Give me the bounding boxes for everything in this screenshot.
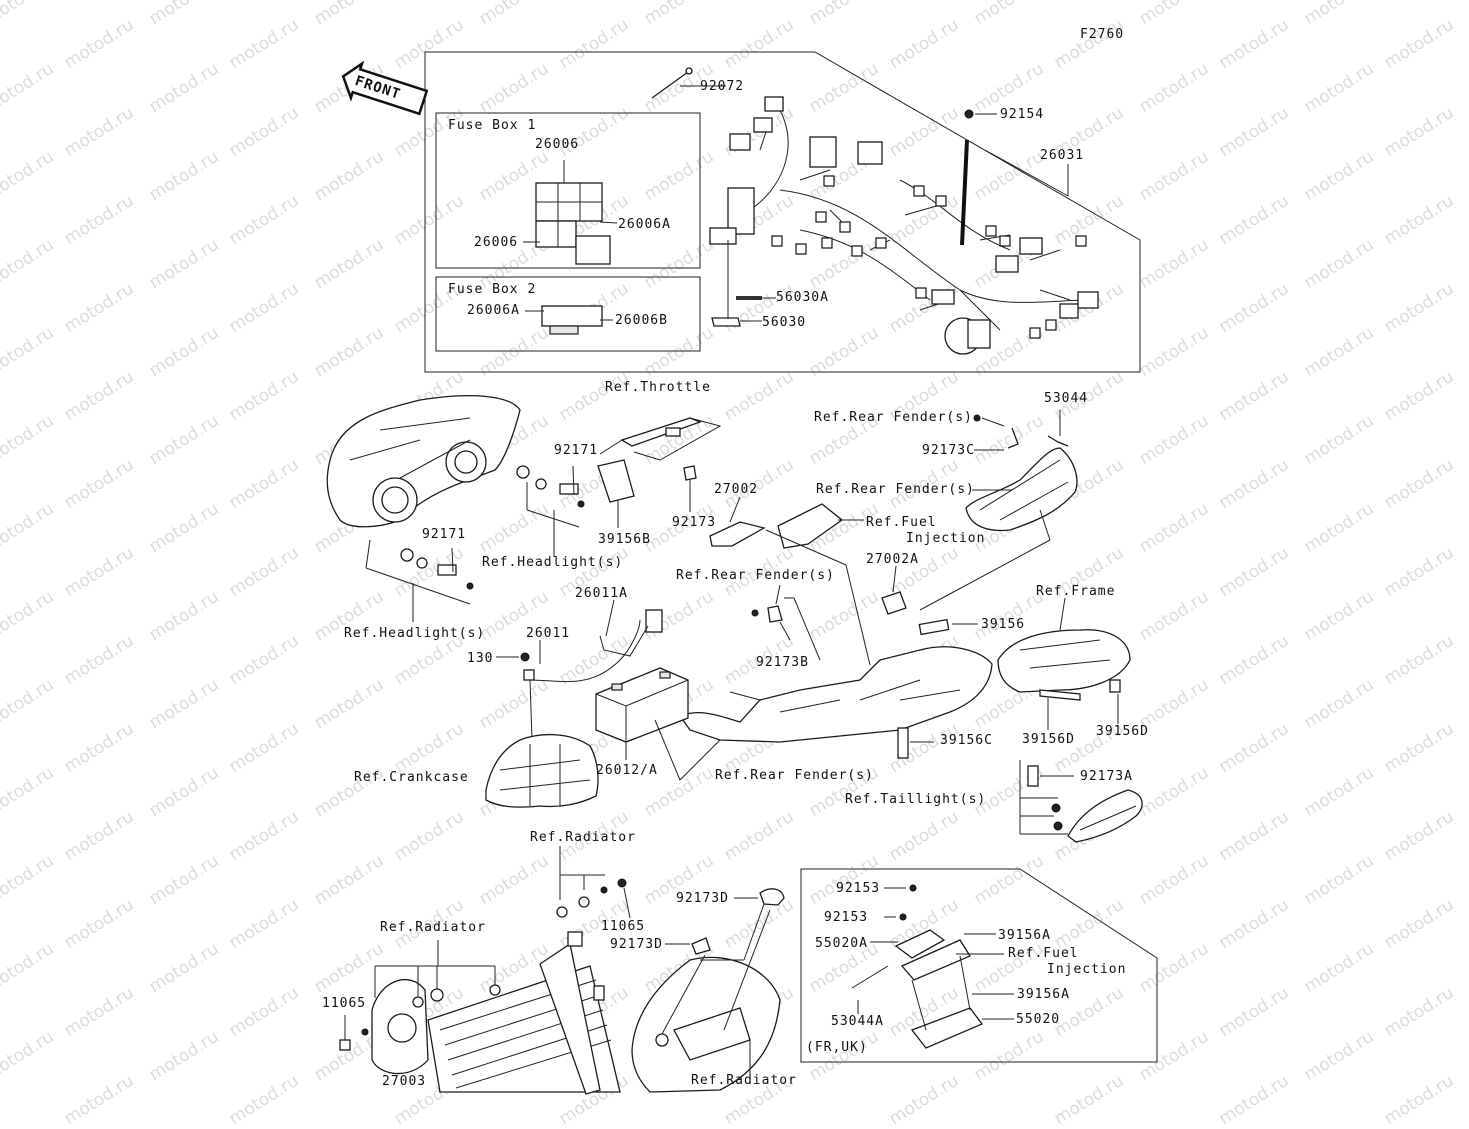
ref-rear-fender[interactable]: Ref.Rear Fender(s) xyxy=(816,482,975,497)
part-label-26006[interactable]: 26006 xyxy=(474,235,519,250)
part-label-92173a[interactable]: 92173A xyxy=(1080,769,1133,784)
part-label-92173b[interactable]: 92173B xyxy=(756,655,809,670)
part-label-92171[interactable]: 92171 xyxy=(554,443,599,458)
part-label-55020a[interactable]: 55020A xyxy=(815,936,868,951)
part-label-39156d[interactable]: 39156D xyxy=(1022,732,1075,747)
ref-throttle[interactable]: Ref.Throttle xyxy=(605,380,711,395)
part-label-26011[interactable]: 26011 xyxy=(526,626,571,641)
part-label-11065[interactable]: 11065 xyxy=(601,919,646,934)
part-label-53044a[interactable]: 53044A xyxy=(831,1014,884,1029)
part-label-56030a[interactable]: 56030A xyxy=(776,290,829,305)
throttle-sensor-shape xyxy=(597,417,722,503)
part-label-39156c[interactable]: 39156C xyxy=(940,733,993,748)
fuse-box-2-title: Fuse Box 2 xyxy=(448,282,537,297)
part-label-39156[interactable]: 39156 xyxy=(981,617,1026,632)
part-label-27002[interactable]: 27002 xyxy=(714,482,759,497)
ref-rear-fender[interactable]: Ref.Rear Fender(s) xyxy=(715,768,874,783)
fuse-block-1-shape xyxy=(535,182,611,265)
battery-shape xyxy=(595,667,689,743)
ref-rear-fender[interactable]: Ref.Rear Fender(s) xyxy=(676,568,835,583)
part-label-27002a[interactable]: 27002A xyxy=(866,552,919,567)
ref-fuel-injection[interactable]: Ref.Fuel xyxy=(866,515,937,530)
part-label-39156d[interactable]: 39156D xyxy=(1096,724,1149,739)
part-label-92173d[interactable]: 92173D xyxy=(610,937,663,952)
ref-taillight[interactable]: Ref.Taillight(s) xyxy=(845,792,987,807)
part-label-39156b[interactable]: 39156B xyxy=(598,532,651,547)
part-label-92173d[interactable]: 92173D xyxy=(676,891,729,906)
part-label-27003[interactable]: 27003 xyxy=(382,1074,427,1089)
ref-fuel-injection-line2[interactable]: Injection xyxy=(906,531,986,546)
fuse-box-2-frame xyxy=(435,276,701,352)
ref-radiator[interactable]: Ref.Radiator xyxy=(691,1073,797,1088)
ref-crankcase[interactable]: Ref.Crankcase xyxy=(354,770,469,785)
rear-fender-tray-shape xyxy=(678,646,993,743)
part-label-26031[interactable]: 26031 xyxy=(1040,148,1085,163)
part-label-26006b[interactable]: 26006B xyxy=(615,313,668,328)
fuse-box-1-frame xyxy=(435,112,701,269)
fr-uk-bracket-shape xyxy=(894,929,984,1049)
ref-headlight[interactable]: Ref.Headlight(s) xyxy=(344,626,486,641)
ref-radiator[interactable]: Ref.Radiator xyxy=(380,920,486,935)
lower-cowl-shape xyxy=(631,956,781,1093)
ref-headlight[interactable]: Ref.Headlight(s) xyxy=(482,555,624,570)
part-label-130[interactable]: 130 xyxy=(467,651,494,666)
ref-fuel-injection-line2[interactable]: Injection xyxy=(1047,962,1127,977)
part-label-26006[interactable]: 26006 xyxy=(535,137,580,152)
ref-radiator[interactable]: Ref.Radiator xyxy=(530,830,636,845)
ref-frame[interactable]: Ref.Frame xyxy=(1036,584,1116,599)
part-label-39156a[interactable]: 39156A xyxy=(998,928,1051,943)
crankcase-shape xyxy=(485,733,599,808)
taillight-shape xyxy=(1067,789,1143,843)
part-label-92171[interactable]: 92171 xyxy=(422,527,467,542)
part-label-92154[interactable]: 92154 xyxy=(1000,107,1045,122)
figure-code: F2760 xyxy=(1080,27,1125,42)
harness-group-frame xyxy=(424,51,1141,373)
ecu-shape xyxy=(709,503,844,549)
rear-fender-bracket-shape xyxy=(965,447,1078,532)
part-label-92173[interactable]: 92173 xyxy=(672,515,717,530)
fr-uk-note: (FR,UK) xyxy=(806,1040,868,1055)
part-label-26011a[interactable]: 26011A xyxy=(575,586,628,601)
part-label-92072[interactable]: 92072 xyxy=(700,79,745,94)
relay-shape xyxy=(881,591,907,615)
part-label-26006a[interactable]: 26006A xyxy=(618,217,671,232)
ref-fuel-injection[interactable]: Ref.Fuel xyxy=(1008,946,1079,961)
part-label-92153[interactable]: 92153 xyxy=(824,910,869,925)
radiator-shape xyxy=(427,931,621,1095)
part-label-92153[interactable]: 92153 xyxy=(836,881,881,896)
part-label-26012a[interactable]: 26012/A xyxy=(596,763,658,778)
part-label-55020[interactable]: 55020 xyxy=(1016,1012,1061,1027)
diagram-drawing xyxy=(326,51,1158,1095)
part-label-56030[interactable]: 56030 xyxy=(762,315,807,330)
frame-section-shape xyxy=(997,629,1131,693)
part-label-92173c[interactable]: 92173C xyxy=(922,443,975,458)
headlight-assembly-shape xyxy=(326,395,521,528)
wire-harness-shape xyxy=(709,96,1099,355)
fuse-box-1-title: Fuse Box 1 xyxy=(448,118,537,133)
part-label-53044[interactable]: 53044 xyxy=(1044,391,1089,406)
part-label-26006a[interactable]: 26006A xyxy=(467,303,520,318)
ref-rear-fender[interactable]: Ref.Rear Fender(s) xyxy=(814,410,973,425)
fr-uk-group-frame xyxy=(800,868,1158,1063)
front-arrow-icon xyxy=(341,60,429,116)
fuse-block-2-shape xyxy=(541,305,603,335)
part-label-11065[interactable]: 11065 xyxy=(322,996,367,1011)
cooling-fan-shape xyxy=(371,979,429,1075)
part-label-39156a[interactable]: 39156A xyxy=(1017,987,1070,1002)
